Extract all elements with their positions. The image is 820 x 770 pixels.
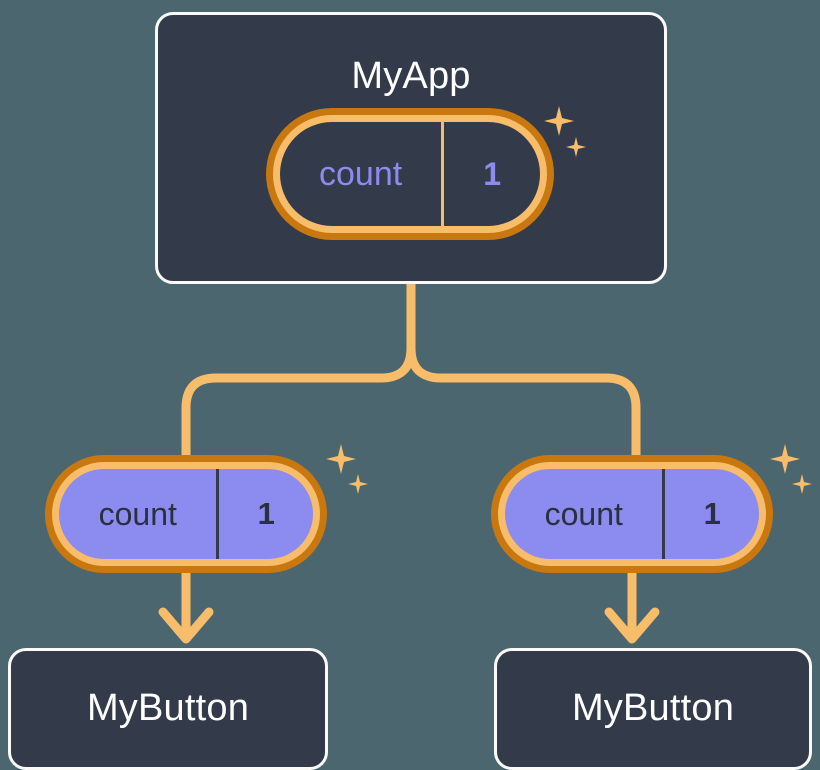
myapp-title: MyApp — [351, 55, 471, 97]
state-pill-left[interactable]: count 1 — [45, 455, 327, 573]
state-pill-ring: count 1 — [52, 462, 320, 566]
arrowhead-right — [604, 607, 660, 644]
state-key: count — [319, 154, 403, 193]
state-pill-body: count 1 — [59, 469, 313, 559]
edge-myapp-to-children — [181, 279, 641, 463]
state-pill-body: count 1 — [280, 122, 540, 226]
state-pill-right[interactable]: count 1 — [491, 455, 773, 573]
sparkle-icon — [792, 474, 812, 494]
state-value: 1 — [441, 122, 540, 226]
arrowhead-left — [158, 607, 214, 644]
state-key: count — [544, 495, 623, 532]
sparkle-icon — [326, 444, 356, 474]
sparkle-icon — [348, 474, 368, 494]
state-pill-ring: count 1 — [498, 462, 766, 566]
state-value: 1 — [216, 469, 313, 559]
mybutton-right-title: MyButton — [571, 687, 735, 729]
state-value: 1 — [662, 469, 759, 559]
sparkle-icon — [770, 444, 800, 474]
state-key: count — [98, 495, 177, 532]
component-card-mybutton-left[interactable]: MyButton — [8, 648, 328, 770]
mybutton-left-title: MyButton — [86, 687, 250, 729]
state-pill-ring: count 1 — [273, 115, 547, 233]
state-pill-body: count 1 — [505, 469, 759, 559]
state-pill-myapp[interactable]: count 1 — [266, 108, 554, 240]
component-card-mybutton-right[interactable]: MyButton — [494, 648, 812, 770]
